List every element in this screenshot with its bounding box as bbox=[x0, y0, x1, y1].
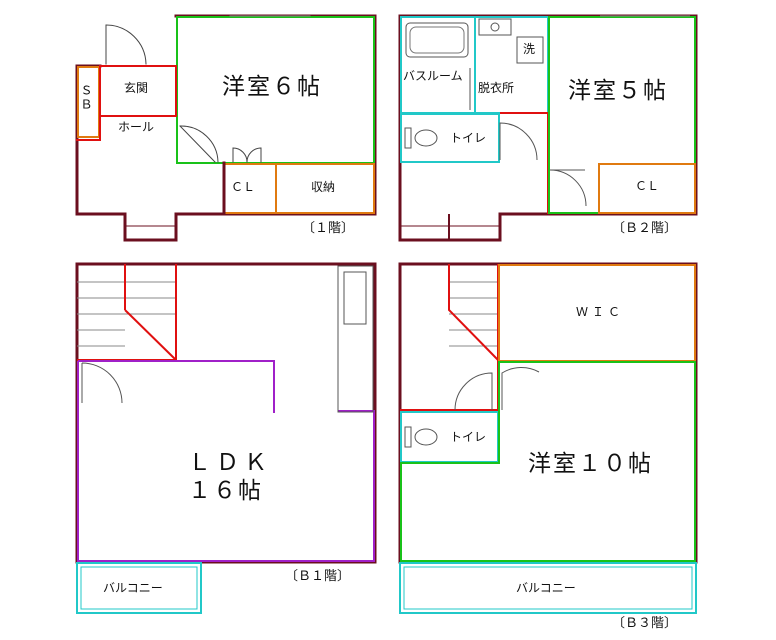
f1-room6-door-arc bbox=[179, 125, 219, 163]
b2-floor-label: 〔Ｂ２階〕 bbox=[612, 221, 678, 236]
f1-genkan-label: 玄関 bbox=[124, 81, 149, 95]
b2-bath-label: バスルーム bbox=[403, 69, 463, 83]
b2-cl-label: ＣＬ bbox=[635, 179, 660, 193]
b3-balcony-label: バルコニー bbox=[516, 581, 576, 595]
b2-sen-label: 洗 bbox=[523, 42, 536, 56]
b3-floor-label: 〔Ｂ３階〕 bbox=[612, 616, 678, 631]
b3-stairs bbox=[449, 281, 498, 347]
b3-balcony-outline bbox=[399, 562, 697, 614]
b3-door bbox=[454, 372, 493, 411]
b2-washer bbox=[516, 36, 544, 64]
b2-toilet-outline bbox=[400, 113, 500, 163]
f1-shuno-label: 収納 bbox=[311, 180, 336, 194]
b2-toilet-bowl bbox=[414, 129, 438, 147]
f1-genkan-outline bbox=[99, 65, 177, 117]
f1-sb-label: ＳＢ bbox=[79, 84, 93, 112]
b3-toilet-tank bbox=[404, 426, 412, 448]
floor-b1-plan bbox=[75, 262, 377, 614]
f1-cl-doors bbox=[232, 147, 262, 163]
b3-door2 bbox=[501, 367, 540, 410]
b2-room5-outline bbox=[548, 16, 696, 214]
b1-ldk-size-label: １６帖 bbox=[188, 478, 263, 504]
b2-cl-outline bbox=[598, 163, 696, 214]
b2-bathtub-inner bbox=[409, 26, 465, 54]
b3-balcony-inner bbox=[403, 566, 693, 610]
f1-hall-label: ホール bbox=[118, 120, 155, 134]
f1-entry-door-arc bbox=[105, 24, 147, 65]
b2-sink-bowl bbox=[490, 22, 500, 32]
f1-floor-label: 〔１階〕 bbox=[302, 221, 355, 236]
b3-wic-label: ＷＩＣ bbox=[576, 305, 625, 319]
floor-1-plan bbox=[75, 14, 377, 242]
b2-hall-door bbox=[499, 122, 538, 161]
b2-bathtub bbox=[405, 22, 469, 58]
b2-room5-label: 洋室５帖 bbox=[568, 78, 668, 104]
f1-shuno-outline bbox=[275, 163, 375, 214]
b2-datsui-label: 脱衣所 bbox=[478, 81, 515, 95]
b2-room-door bbox=[549, 169, 587, 207]
b1-door bbox=[81, 362, 123, 404]
f1-room6-label: 洋室６帖 bbox=[222, 74, 322, 100]
b2-toilet-tank bbox=[404, 127, 412, 149]
floor-b3-plan bbox=[398, 262, 698, 614]
b2-toilet-label: トイレ bbox=[450, 131, 487, 145]
b1-kitchen-sink bbox=[343, 271, 367, 325]
b3-room10-outline bbox=[400, 361, 696, 562]
b1-kitchen-counter bbox=[337, 265, 374, 413]
b1-ldk-outline bbox=[77, 360, 375, 562]
b2-sink bbox=[478, 18, 512, 36]
b1-floor-label: 〔Ｂ１階〕 bbox=[285, 569, 351, 584]
b3-stair-red bbox=[400, 264, 499, 411]
b1-balcony-label: バルコニー bbox=[103, 581, 163, 595]
floor-b2-plan bbox=[398, 14, 698, 242]
b2-red-wall bbox=[500, 112, 549, 214]
b3-toilet-label: トイレ bbox=[450, 430, 487, 444]
b1-outer-wall bbox=[75, 262, 377, 564]
b1-balcony-outline bbox=[76, 562, 202, 614]
b1-stairs bbox=[77, 281, 176, 347]
b1-ldk-label: ＬＤＫ bbox=[188, 450, 272, 476]
b3-toilet-bowl bbox=[414, 428, 438, 446]
b3-room10-label: 洋室１０帖 bbox=[528, 451, 653, 477]
f1-room6-door bbox=[179, 125, 216, 163]
f1-cl-label: ＣＬ bbox=[231, 180, 256, 194]
b1-balcony-inner bbox=[80, 566, 198, 610]
